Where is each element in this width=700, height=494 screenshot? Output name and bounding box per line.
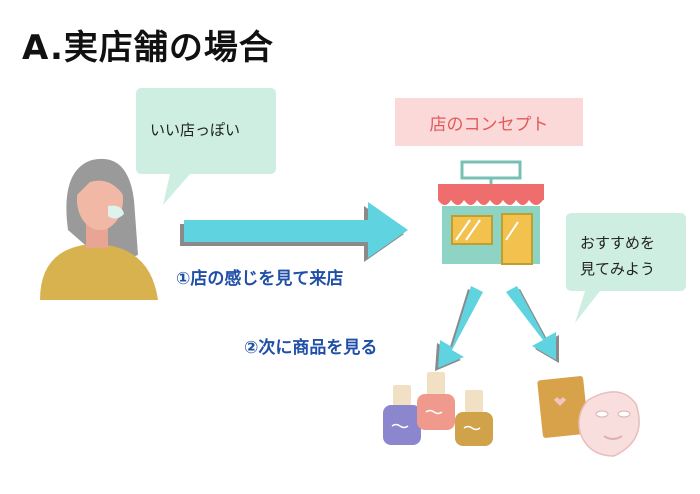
step-2-label: ②次に商品を見る xyxy=(244,338,378,358)
store-concept-label: 店のコンセプト xyxy=(395,98,583,146)
page-title: A.実店舗の場合 xyxy=(22,28,274,68)
speech-bubble-left xyxy=(136,88,276,205)
face-mask-icon xyxy=(537,376,640,457)
arrow-to-store xyxy=(180,202,408,262)
speech-bubble-right-line-1: おすすめを xyxy=(580,234,656,252)
speech-bubble-right xyxy=(566,213,686,323)
nail-polish-icon xyxy=(383,372,493,446)
arrow-to-face-mask xyxy=(506,286,559,363)
woman-icon xyxy=(40,158,158,300)
speech-bubble-right-text: おすすめを 見てみよう xyxy=(580,230,655,282)
speech-bubble-right-line-2: 見てみよう xyxy=(580,260,656,278)
arrow-to-nail-polish xyxy=(435,286,483,371)
speech-bubble-left-text: いい店っぽい xyxy=(150,121,241,139)
step-1-label: ①店の感じを見て来店 xyxy=(176,269,344,289)
store-icon xyxy=(438,160,544,265)
